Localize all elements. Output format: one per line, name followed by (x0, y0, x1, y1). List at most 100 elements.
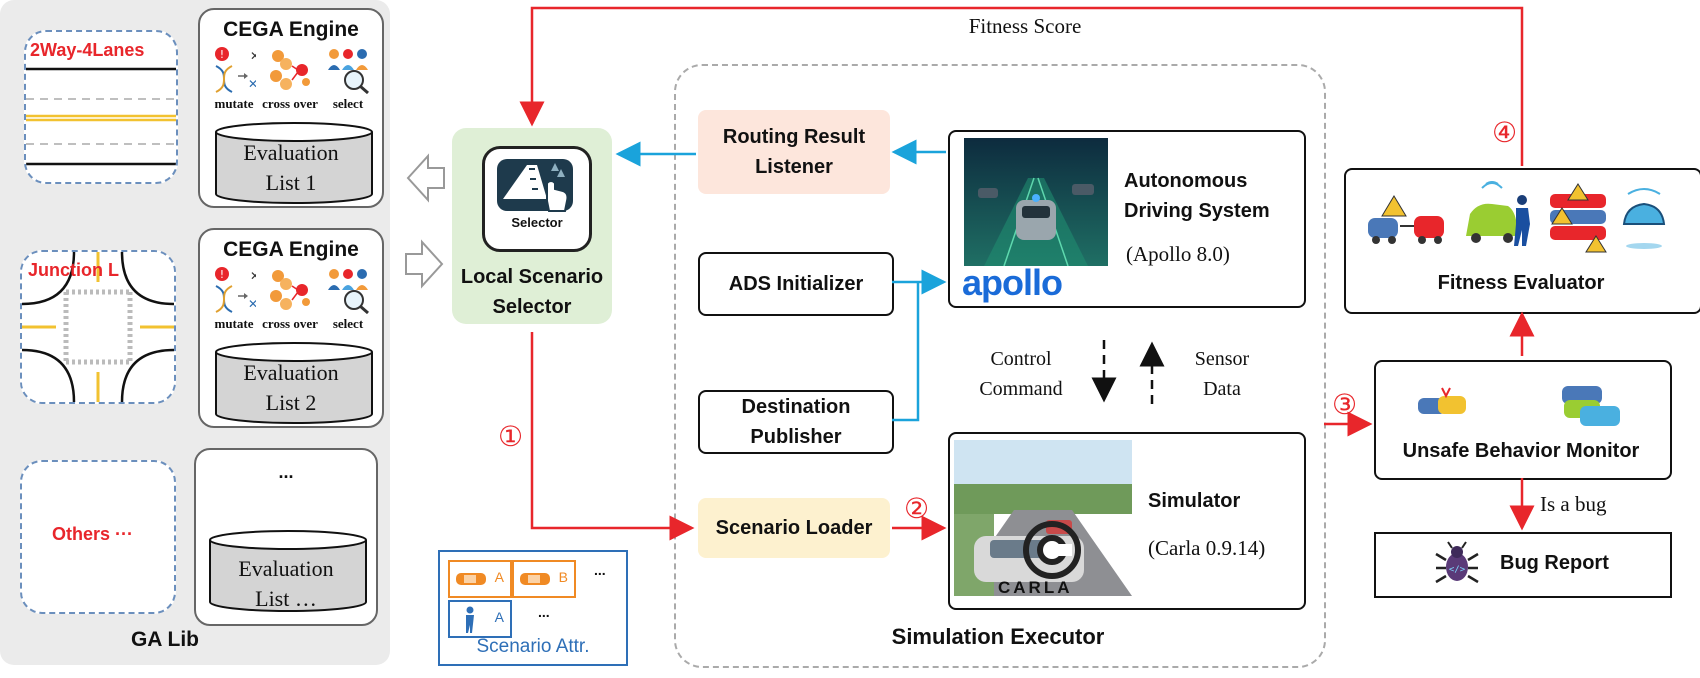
pedestrian-icon (466, 606, 474, 633)
fitness-evaluator-title: Fitness Evaluator (1437, 272, 1605, 294)
ads-line2: Driving System (1124, 200, 1270, 222)
destination-line1: Destination (741, 396, 851, 418)
apollo-car-image (964, 138, 1108, 266)
ga-lib-title: GA Lib (130, 628, 200, 651)
routing-line2: Listener (755, 156, 833, 178)
ads-version: (Apollo 8.0) (1126, 242, 1230, 266)
fitness-score-label: Fitness Score (968, 14, 1082, 38)
car-distance-icon (1368, 195, 1444, 244)
attr-ellipsis-2: ... (538, 604, 550, 620)
car-crash-icon (1418, 387, 1466, 414)
control-command-label: Control Command (966, 344, 1076, 404)
evaluation-list-2-line1: Evaluation (243, 360, 339, 385)
collision-icons (1418, 386, 1620, 426)
step-1-marker: ① (498, 421, 524, 452)
evaluation-list-db-icon (209, 530, 367, 612)
step-2-marker: ② (904, 493, 930, 524)
road-label-others: Others ··· (52, 524, 133, 544)
svg-text:!: ! (220, 48, 224, 61)
hollow-left-arrow-icon (406, 153, 445, 203)
cega-engine-1: CEGA Engine ! ✕ ✕ mutate cross over sele… (198, 8, 384, 208)
cega-engine-2: CEGA Engine ! ✕ ✕ mutate cross over sele… (198, 228, 384, 428)
apollo-logo: apollo (962, 262, 1063, 303)
evaluation-list-n-line2: List … (255, 586, 317, 611)
svg-text:✕: ✕ (250, 269, 256, 283)
engine-title: CEGA Engine (223, 238, 359, 261)
select-icon (328, 269, 369, 314)
attr-pedestrian-a: A (448, 600, 512, 638)
control-line2: Command (979, 378, 1063, 400)
svg-text:!: ! (220, 268, 224, 281)
evaluation-list-2-line2: List 2 (265, 390, 317, 415)
attr-vehicle-b-label: B (558, 569, 568, 585)
fitness-score-arrow (519, 6, 1524, 166)
evaluation-list-1-line2: List 1 (265, 170, 317, 195)
traffic-cars-icon (1562, 386, 1620, 426)
road-label-2way: 2Way-4Lanes (30, 40, 145, 60)
fitness-icons-row (1368, 181, 1666, 253)
dest-to-ads-line (892, 282, 920, 422)
simulator-version: (Carla 0.9.14) (1148, 536, 1266, 560)
scenario-attr-box: A B ... A ... Scenario Attr. (438, 550, 628, 666)
sensor-line1: Sensor (1194, 348, 1250, 370)
step-4-marker: ④ (1492, 117, 1518, 148)
ads-title: Autonomous Driving System (1124, 166, 1270, 226)
bug-icon: </> (1435, 541, 1479, 584)
destination-line2: Publisher (750, 426, 842, 448)
autonomous-car-icon (1622, 188, 1666, 249)
op-mutate: mutate (214, 316, 254, 331)
is-a-bug-label: Is a bug (1540, 492, 1607, 516)
op-select: select (332, 316, 364, 331)
svg-text:</>: </> (1449, 565, 1466, 575)
crossover-icon (270, 50, 310, 90)
crossover-icon (270, 270, 310, 310)
routing-line1: Routing Result (722, 126, 866, 148)
evaluation-list-db-icon (215, 122, 373, 204)
mutate-icon: ! ✕ ✕ (215, 47, 256, 93)
mutate-icon: ! ✕ ✕ (215, 267, 256, 313)
bug-report (1374, 532, 1672, 598)
ads-line1: Autonomous (1124, 170, 1248, 192)
selector-icon-text: Selector (511, 215, 563, 230)
select-icon (328, 49, 369, 94)
unsafe-behavior-monitor (1374, 360, 1672, 480)
attr-ellipsis-1: ... (594, 562, 606, 578)
step-3-marker: ③ (1332, 389, 1358, 420)
evaluation-list-1-line1: Evaluation (243, 140, 339, 165)
unsafe-monitor-title: Unsafe Behavior Monitor (1402, 440, 1640, 462)
traffic-jam-icon (1550, 183, 1607, 253)
control-line1: Control (990, 348, 1052, 370)
attr-vehicle-a: A (448, 560, 512, 598)
two-way-road-icon (26, 67, 176, 166)
selector-icon: Selector (482, 146, 592, 252)
sensor-data-label: Sensor Data (1172, 344, 1272, 404)
op-crossover: cross over (262, 316, 318, 331)
svg-text:✕: ✕ (250, 49, 256, 63)
road-label-junction: Junction L (28, 260, 119, 280)
junction-icon (22, 252, 174, 402)
road-2way-4lanes (24, 30, 178, 184)
road-junction-l (20, 250, 176, 404)
routing-result-listener: Routing Result Listener (698, 110, 890, 194)
op-select: select (332, 96, 364, 111)
selector-title: Local Scenario Selector (452, 262, 612, 322)
pedestrian-car-icon (1466, 181, 1530, 246)
road-others (20, 460, 176, 614)
scenario-attr-label: Scenario Attr. (476, 636, 590, 657)
op-crossover: cross over (262, 96, 318, 111)
attr-vehicle-b: B (512, 560, 576, 598)
engine-ellipsis: ... (278, 462, 294, 482)
hollow-right-arrow-icon (405, 239, 444, 289)
carla-sim-image (954, 440, 1132, 596)
carla-logo: CARLA (998, 578, 1073, 597)
simulation-executor-title: Simulation Executor (891, 624, 1105, 649)
orange-car-icon (520, 573, 550, 585)
bug-report-title: Bug Report (1500, 552, 1609, 574)
sensor-line2: Data (1203, 378, 1241, 400)
simulator-title: Simulator (1148, 490, 1241, 512)
selector-to-loader-arrow (530, 332, 695, 541)
svg-text:✕: ✕ (248, 297, 256, 311)
op-mutate: mutate (214, 96, 254, 111)
engine-title: CEGA Engine (223, 18, 359, 41)
